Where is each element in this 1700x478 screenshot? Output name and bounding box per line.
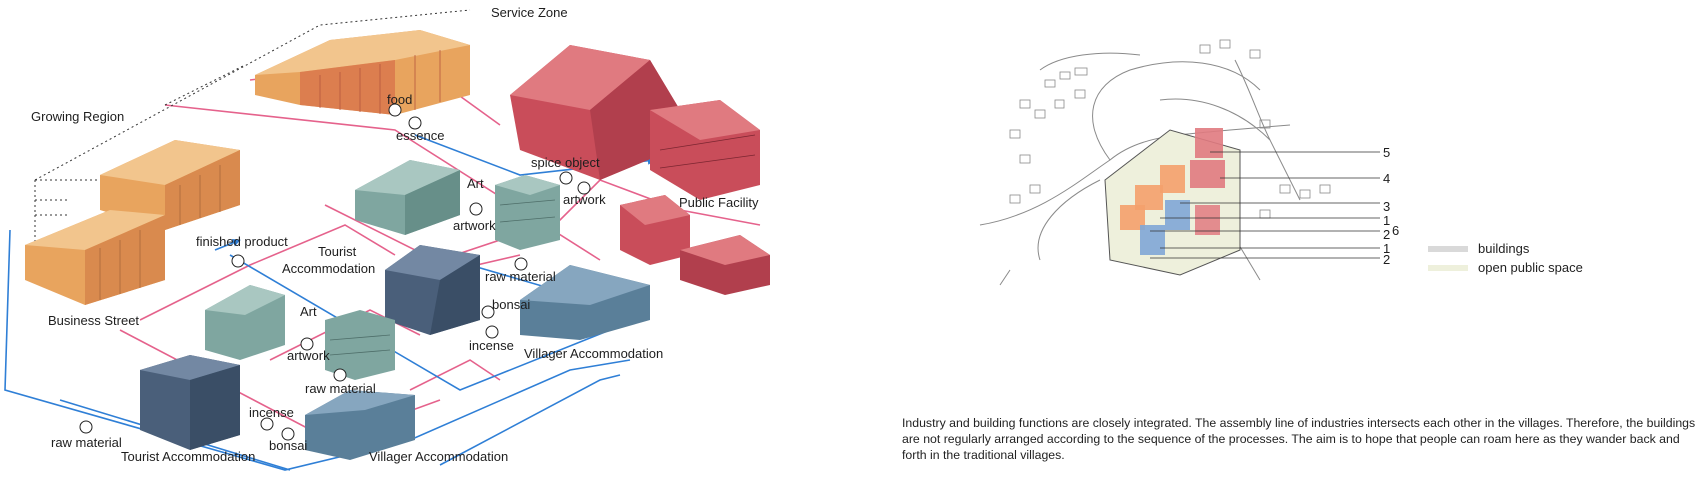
legend-item-buildings: buildings [1428, 239, 1583, 258]
art-workshop-building-upper [495, 175, 560, 250]
site-plan-small-buildings [1009, 39, 1331, 219]
art-building-lower [205, 285, 395, 380]
legend-item-open-public-space: open public space [1428, 258, 1583, 277]
legend: buildings open public space [1428, 239, 1583, 277]
legend-label-buildings: buildings [1478, 241, 1530, 256]
service-zone-building [255, 30, 470, 115]
art-palette-icon [300, 337, 314, 351]
food-icon [388, 103, 402, 117]
diagram-labels: Service Zone Growing Region Business Str… [31, 5, 759, 464]
site-number: 5 [1383, 145, 1390, 160]
incense-lower-label: incense [249, 405, 294, 420]
block-blue-1 [1165, 200, 1190, 230]
tourist-accommodation-building-upper [385, 245, 480, 335]
blue-flow-finished-arrow [214, 238, 241, 251]
flow-icons [79, 103, 591, 441]
villager-accommodation-lower-label: Villager Accommodation [369, 449, 508, 464]
site-number: 1 [1383, 241, 1390, 256]
block-public-3 [1195, 205, 1220, 235]
pink-flow-incense [409, 359, 501, 391]
block-public-1 [1195, 128, 1223, 158]
art-lower-label: Art [300, 304, 317, 319]
raw-material-icon [79, 420, 93, 434]
finished-product-label: finished product [196, 234, 288, 249]
site-plan-leader-lines [1150, 151, 1380, 259]
site-number: 6 [1392, 223, 1399, 238]
raw-material-upper-label: raw material [485, 269, 556, 284]
villager-accommodation-upper-label: Villager Accommodation [524, 346, 663, 361]
block-blue-2 [1140, 225, 1165, 255]
blue-flow-finished-product [229, 254, 611, 391]
tourist-art-building-upper [355, 160, 460, 235]
public-facility-building-main [510, 45, 760, 200]
pink-flow-business-to-tourist [139, 224, 396, 321]
artwork-public-label: artwork [563, 192, 606, 207]
site-number: 3 [1383, 199, 1390, 214]
site-number: 2 [1383, 227, 1390, 242]
open-space-swatch [1428, 264, 1468, 271]
growing-region-label: Growing Region [31, 109, 124, 124]
artwork-upper-label: artwork [453, 218, 496, 233]
incense-icon [481, 305, 495, 319]
art-palette-icon [469, 202, 483, 216]
spice-object-label: spice object [531, 155, 600, 170]
food-label: food [387, 92, 412, 107]
villager-accommodation-building-upper [520, 265, 650, 340]
finished-product-icon [231, 254, 245, 268]
block-orange-1 [1160, 165, 1185, 193]
site-number: 4 [1383, 171, 1390, 186]
description-paragraph: Industry and building functions are clos… [902, 416, 1696, 462]
public-facility-label: Public Facility [679, 195, 759, 210]
site-number: 2 [1383, 252, 1390, 267]
raw-material-icon [514, 257, 528, 271]
incense-upper-label: incense [469, 338, 514, 353]
essence-icon [408, 116, 422, 130]
legend-label-open-public-space: open public space [1478, 260, 1583, 275]
service-zone-label: Service Zone [491, 5, 568, 20]
essence-label: essence [396, 128, 444, 143]
growing-region-building-upper [100, 140, 240, 230]
dotted-outline-upper [164, 64, 246, 106]
site-plan-colored-blocks [1120, 128, 1225, 255]
villager-accommodation-building-lower [305, 390, 415, 460]
bonsai-lower-label: bonsai [269, 438, 307, 453]
business-street-label: Business Street [48, 313, 139, 328]
incense-icon [260, 417, 274, 431]
site-plan-numbers: 5 4 3 1 2 6 1 2 [1383, 145, 1399, 267]
tourist-accommodation-building-lower [140, 355, 240, 450]
buildings-swatch [1428, 245, 1468, 252]
public-facility-building-small [620, 195, 770, 295]
block-public-2 [1190, 160, 1225, 188]
site-plan: 5 4 3 1 2 6 1 2 [979, 39, 1399, 286]
art-upper-label: Art [467, 176, 484, 191]
artwork-icon [577, 181, 591, 195]
raw-material-icon [333, 368, 347, 382]
spice-object-icon [559, 171, 573, 185]
bonsai-upper-label: bonsai [492, 297, 530, 312]
artwork-lower-label: artwork [287, 348, 330, 363]
raw-material-lower-label: raw material [51, 435, 122, 450]
site-number: 1 [1383, 213, 1390, 228]
incense-burner-icon [485, 325, 499, 339]
blue-flow-villager-lower [439, 374, 621, 466]
business-street-building [25, 210, 165, 305]
raw-material-mid-label: raw material [305, 381, 376, 396]
tourist-accommodation-lower-label: Tourist Accommodation [121, 449, 255, 464]
bonsai-icon [281, 427, 295, 441]
